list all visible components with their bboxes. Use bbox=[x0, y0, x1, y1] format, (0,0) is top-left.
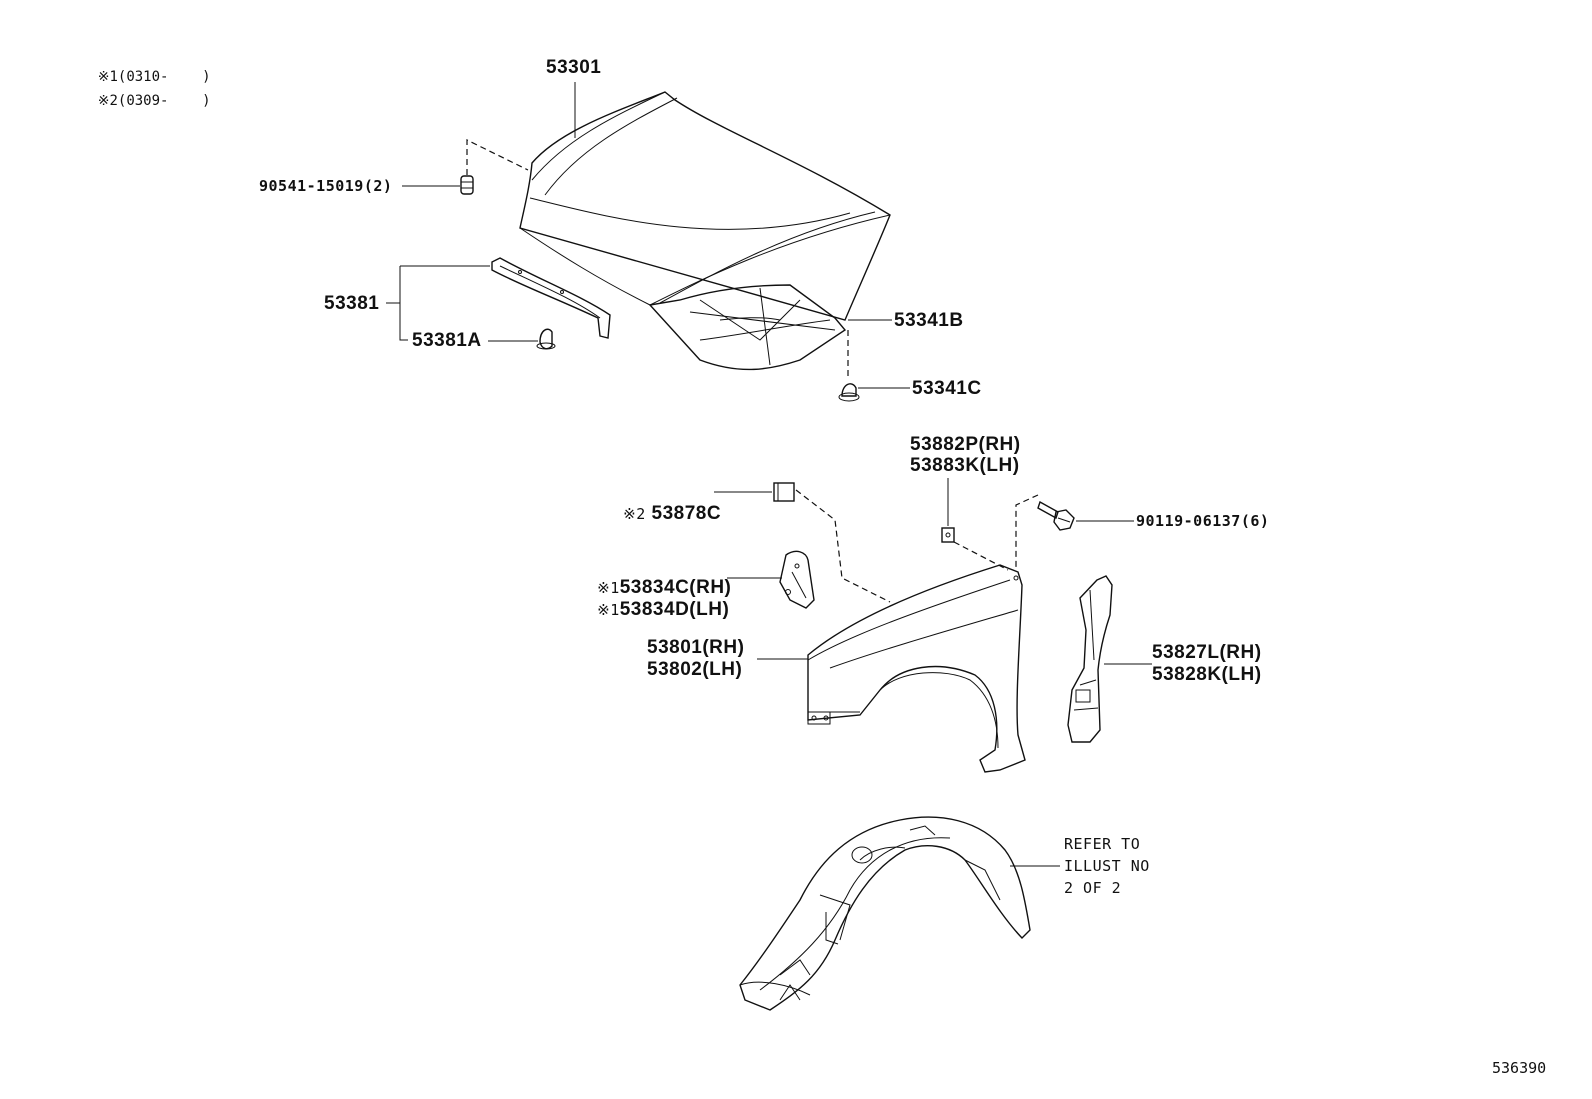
insulator-clip-drawing bbox=[838, 383, 860, 402]
legend-1-mark: ※1 bbox=[97, 69, 118, 85]
fender-drawing bbox=[807, 564, 1026, 773]
label-fender-lh: 53802(LH) bbox=[647, 659, 743, 680]
seal-clip-drawing bbox=[536, 328, 556, 350]
liner-clip-drawing bbox=[941, 527, 955, 543]
legend-2-mark: ※2 bbox=[97, 93, 118, 109]
liner-clip-dash bbox=[953, 541, 1009, 571]
bolt-dash bbox=[1015, 494, 1039, 570]
legend-1: ※1(0310- ) bbox=[64, 41, 211, 113]
label-hood-insulator: 53341B bbox=[894, 310, 964, 331]
hood-bumper-dash bbox=[466, 139, 529, 175]
splash-shield-drawing bbox=[1067, 575, 1113, 743]
legend-1-text: (0310- ) bbox=[117, 69, 211, 85]
legend-2-text: (0309- ) bbox=[117, 93, 211, 109]
label-fender-bolt: 90119-06137(6) bbox=[1136, 512, 1270, 530]
label-refer-3: 2 OF 2 bbox=[1064, 879, 1122, 897]
protector-dash bbox=[795, 489, 891, 603]
label-splash-shield-lh: 53828K(LH) bbox=[1152, 664, 1262, 685]
label-hood-bumper: 90541-15019(2) bbox=[259, 177, 393, 195]
protector-number: 53878C bbox=[651, 503, 722, 524]
seal-lh-mark: ※1 bbox=[597, 601, 620, 619]
hood-bumper-drawing bbox=[460, 175, 474, 195]
seal-rh-number: 53834C(RH) bbox=[619, 577, 732, 598]
label-hood-seal: 53381 bbox=[324, 293, 380, 314]
legend-2: ※2(0309- ) bbox=[64, 65, 211, 137]
protector-drawing bbox=[773, 482, 795, 502]
label-hood-seal-clip: 53381A bbox=[412, 330, 482, 351]
label-liner-upper-lh: 53883K(LH) bbox=[910, 455, 1020, 476]
label-hood: 53301 bbox=[546, 57, 602, 78]
fender-liner-drawing bbox=[739, 816, 1031, 1011]
illustration-id: 536390 bbox=[1492, 1059, 1547, 1077]
label-fender-rh: 53801(RH) bbox=[647, 637, 745, 658]
seal-rh-mark: ※1 bbox=[597, 579, 620, 597]
label-seal-rh: ※153834C(RH) bbox=[574, 556, 731, 620]
label-splash-shield-rh: 53827L(RH) bbox=[1152, 642, 1262, 663]
label-refer-1: REFER TO bbox=[1064, 835, 1141, 853]
seal-lh-number: 53834D(LH) bbox=[619, 599, 730, 620]
hood-drawing bbox=[519, 91, 891, 371]
bolt-drawing bbox=[1037, 500, 1075, 531]
protector-mark: ※2 bbox=[623, 505, 646, 523]
seal-drawing bbox=[779, 550, 815, 609]
hood-seal-drawing bbox=[491, 257, 611, 339]
seal-bracket bbox=[399, 266, 408, 341]
label-protector: ※2 53878C bbox=[600, 482, 721, 546]
label-insulator-clip: 53341C bbox=[912, 378, 982, 399]
label-liner-upper-rh: 53882P(RH) bbox=[910, 434, 1021, 455]
label-refer-2: ILLUST NO bbox=[1064, 857, 1150, 875]
label-seal-lh: ※153834D(LH) bbox=[574, 578, 729, 642]
